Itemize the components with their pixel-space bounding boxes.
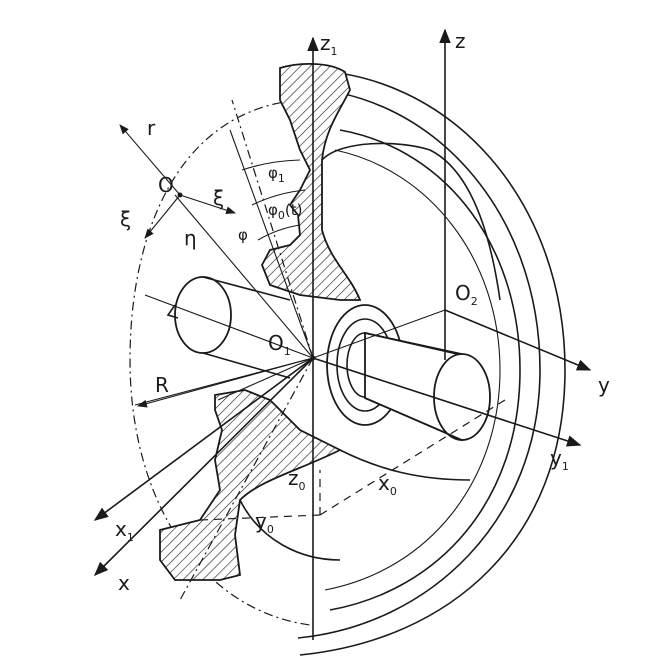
label-y1: y1 [550, 446, 569, 473]
label-z1: z1 [320, 31, 338, 58]
label-y: y [598, 373, 610, 397]
label-xi-arrow: ξ [213, 186, 224, 210]
wheel-web [239, 142, 501, 561]
label-phi: φ [238, 226, 248, 244]
upper-section [261, 63, 362, 301]
point-o-marker [177, 192, 183, 198]
label-z: z [455, 29, 466, 53]
label-r-radius: R [155, 373, 169, 397]
label-y0: y0 [255, 509, 274, 536]
label-r: r [147, 116, 156, 140]
label-o1: O1 [268, 331, 291, 358]
label-x: x [118, 571, 130, 595]
radius-dimension [137, 357, 314, 408]
reference-circle [129, 99, 311, 626]
lower-section [159, 389, 343, 581]
label-o2: O2 [455, 281, 478, 308]
label-phi1: φ1 [268, 164, 285, 185]
label-z0: z0 [288, 466, 306, 493]
shaft-left [166, 276, 291, 379]
point-o1-marker [310, 355, 316, 361]
angle-arcs [241, 159, 306, 241]
label-o: O [158, 173, 174, 197]
axes [93, 28, 592, 640]
label-x1: x1 [115, 517, 134, 544]
label-phi0t: φ0(t) [268, 201, 303, 222]
wheel-rim [295, 69, 566, 656]
radial-lines [119, 99, 314, 601]
label-eta: η [184, 226, 197, 250]
shaft-right [364, 331, 491, 442]
label-x0: x0 [378, 471, 397, 498]
label-xi-left: ξ [120, 207, 131, 231]
